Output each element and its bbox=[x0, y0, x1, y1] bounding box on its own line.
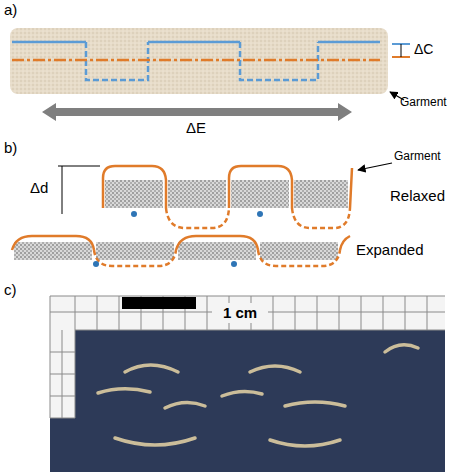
hatched-block bbox=[168, 180, 226, 208]
orange-thread bbox=[12, 59, 380, 62]
anchor-dot bbox=[257, 211, 263, 217]
ruler-grid bbox=[50, 296, 445, 418]
stitch bbox=[98, 345, 418, 446]
hatched-block bbox=[260, 242, 338, 260]
part-label: Garment bbox=[400, 96, 447, 109]
hatched-block bbox=[178, 242, 256, 260]
orange-thread-hidden bbox=[94, 250, 340, 266]
dimension-label: ΔC bbox=[414, 42, 433, 57]
hatched-block bbox=[231, 180, 289, 208]
orange-thread-hidden bbox=[166, 208, 350, 228]
hatched-block bbox=[105, 180, 163, 208]
scale-label: 1 cm bbox=[223, 305, 257, 322]
delta-d-dimension bbox=[58, 166, 100, 214]
leader-arrow bbox=[358, 163, 392, 170]
scale-label-backing bbox=[212, 303, 268, 323]
anchor-dot bbox=[231, 261, 237, 267]
anchor-dot bbox=[131, 211, 137, 217]
orange-thread bbox=[103, 166, 352, 208]
panel-letter: c) bbox=[4, 282, 17, 299]
dimension-label: Δd bbox=[30, 180, 48, 197]
dimension-label: ΔE bbox=[186, 120, 206, 137]
ruler bbox=[50, 296, 445, 330]
hatched-block bbox=[14, 242, 92, 260]
garment-strip bbox=[10, 28, 388, 94]
scale-bar bbox=[122, 297, 196, 309]
hatched-block bbox=[294, 180, 348, 208]
hatched-block bbox=[96, 242, 174, 260]
panel-letter: a) bbox=[4, 2, 17, 19]
anchor-dot bbox=[93, 261, 99, 267]
part-label: Garment bbox=[394, 150, 441, 163]
delta-e-arrow bbox=[42, 103, 352, 121]
state-label: Relaxed bbox=[390, 188, 445, 205]
panel-letter: b) bbox=[4, 140, 17, 157]
delta-c-bar bbox=[401, 44, 402, 57]
blue-thread bbox=[12, 41, 380, 44]
orange-thread bbox=[12, 236, 350, 250]
fabric-photo bbox=[50, 330, 445, 472]
state-label: Expanded bbox=[356, 242, 424, 259]
